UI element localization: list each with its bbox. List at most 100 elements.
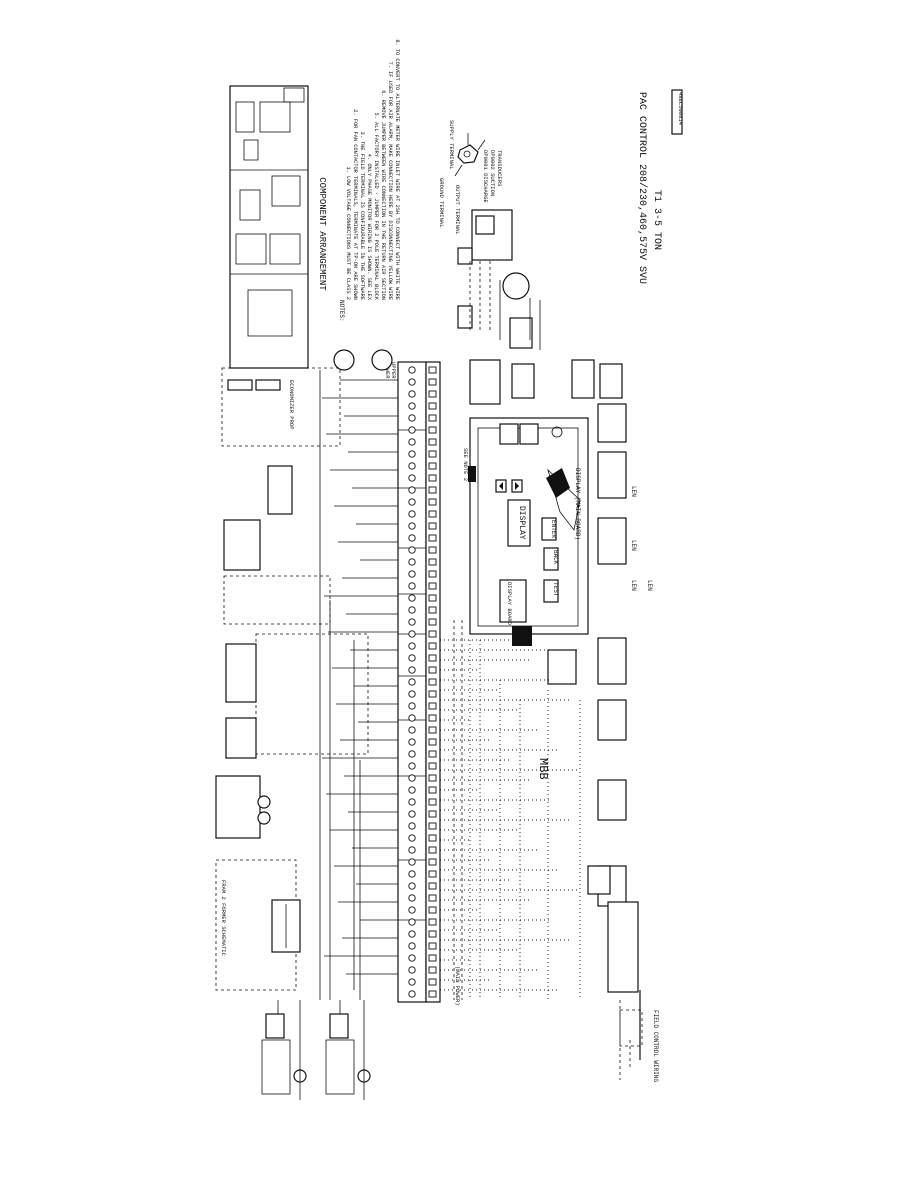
terminal-pin <box>408 366 416 374</box>
terminal-slot <box>428 534 437 542</box>
terminal-slot <box>428 834 437 842</box>
upper-label: UPPER <box>390 362 397 379</box>
lower-label: LOWER <box>384 362 391 379</box>
terminal-slot <box>428 714 437 722</box>
upper-lower-pins <box>469 359 623 405</box>
transducer-supply-label: SUPPLY TERMINAL <box>448 120 455 170</box>
terminal-slot <box>428 558 437 566</box>
terminal-pin <box>408 870 416 878</box>
terminal-slot <box>428 426 437 434</box>
test-key[interactable] <box>543 579 559 603</box>
terminal-slot <box>428 486 437 494</box>
electric-heat-panels <box>261 1013 371 1095</box>
note-8: 8. TO CONVERT TO ALTERNATE METER WIRE IN… <box>394 39 400 300</box>
note-3: 3. THE FIELD TERMINAL IS CONFIGURABLE IN… <box>359 132 365 300</box>
indoor-fan-schematic <box>225 633 369 759</box>
terminal-pin <box>408 594 416 602</box>
terminal-pin <box>408 786 416 794</box>
terminal-slot <box>428 390 437 398</box>
enter-key[interactable] <box>541 517 557 541</box>
terminal-slot <box>428 594 437 602</box>
terminal-pin <box>408 894 416 902</box>
terminal-slot <box>428 462 437 470</box>
display-ribbon-outline <box>547 468 581 531</box>
terminal-pin <box>408 954 416 962</box>
terminal-pin <box>408 378 416 386</box>
terminal-pin <box>408 582 416 590</box>
terminal-slot <box>428 942 437 950</box>
terminal-pin <box>408 978 416 986</box>
back-key[interactable] <box>543 547 559 571</box>
terminal-pin <box>408 534 416 542</box>
terminal-slot <box>428 498 437 506</box>
board-connector-block <box>468 466 476 482</box>
terminal-slot <box>428 846 437 854</box>
terminal-pin <box>408 570 416 578</box>
component-arrangement <box>229 85 309 369</box>
display-ribbon-top <box>546 468 570 498</box>
terminal-slot <box>428 450 437 458</box>
terminal-slot <box>428 810 437 818</box>
len-label-4: LEN <box>646 580 653 591</box>
terminal-slot <box>428 522 437 530</box>
terminal-slot <box>428 510 437 518</box>
terminal-slot <box>428 414 437 422</box>
terminal-slot <box>428 738 437 746</box>
diagram-title-line-1: PAC CONTROL 208/230,460,575V SVU <box>636 92 648 284</box>
terminal-slot <box>428 990 437 998</box>
terminal-pin <box>408 402 416 410</box>
component-arrangement-label: COMPONENT ARRANGEMENT <box>317 177 327 291</box>
fan-schematic-label: FRAM 2 FORMER SCHEMATIC <box>220 880 227 957</box>
terminal-pin <box>408 918 416 926</box>
part-number: 48EC500814 <box>677 92 684 126</box>
main-power-label: (MAIN POWER) <box>454 966 461 1006</box>
terminal-slot <box>428 726 437 734</box>
terminal-pin <box>408 990 416 998</box>
terminal-pin <box>408 450 416 458</box>
len-label-2: LEN <box>630 540 637 551</box>
terminal-pin <box>408 678 416 686</box>
terminal-slot <box>428 570 437 578</box>
terminal-slot <box>428 654 437 662</box>
display-bottom-label: DISPLAY BOARD <box>506 582 513 626</box>
terminal-pin <box>408 942 416 950</box>
terminal-pin <box>408 438 416 446</box>
terminal-pin <box>408 630 416 638</box>
note-5: 5. ALL FACTORY INSTALLED - JUMPER FOR 2 … <box>373 112 379 300</box>
notes-header: NOTES: <box>338 300 345 322</box>
terminal-slot <box>428 918 437 926</box>
note-2: 2. FOR FAN CONTACTOR TERMINALS, TERMINAT… <box>352 109 358 300</box>
terminal-pin <box>408 498 416 506</box>
terminal-pin <box>408 882 416 890</box>
len-label-1: LEN <box>630 486 637 497</box>
terminal-pin <box>408 462 416 470</box>
field-wiring-accy <box>619 1009 643 1047</box>
terminal-pin <box>408 714 416 722</box>
terminal-pin <box>408 618 416 626</box>
terminal-pin <box>408 486 416 494</box>
back-label: BACK <box>552 550 559 565</box>
terminal-pin <box>408 666 416 674</box>
terminal-pin <box>408 930 416 938</box>
bottom-terminal-block <box>587 865 639 993</box>
terminal-slot <box>428 966 437 974</box>
terminal-slot <box>428 618 437 626</box>
display-board-label: DISPLAY (MAIN BOARD) <box>574 468 581 540</box>
transducer-caption-1: DP0001 DISCHARGE <box>482 150 489 204</box>
terminal-pin <box>408 846 416 854</box>
terminal-pin <box>408 738 416 746</box>
transducer-symbol <box>454 133 486 177</box>
terminal-slot <box>428 378 437 386</box>
terminal-pin <box>408 414 416 422</box>
transducer-caption-2: DP0002 SUCTION <box>489 150 496 196</box>
terminal-slot <box>428 702 437 710</box>
terminal-pin <box>408 606 416 614</box>
terminal-pin <box>408 546 416 554</box>
note-1: 1. LOW VOLTAGE CONNECTIONS MUST BE CLASS… <box>345 166 351 300</box>
terminal-slot <box>428 402 437 410</box>
terminal-slot <box>428 930 437 938</box>
upper-jacks <box>333 209 533 371</box>
terminal-pin <box>408 522 416 530</box>
terminal-slot <box>428 954 437 962</box>
